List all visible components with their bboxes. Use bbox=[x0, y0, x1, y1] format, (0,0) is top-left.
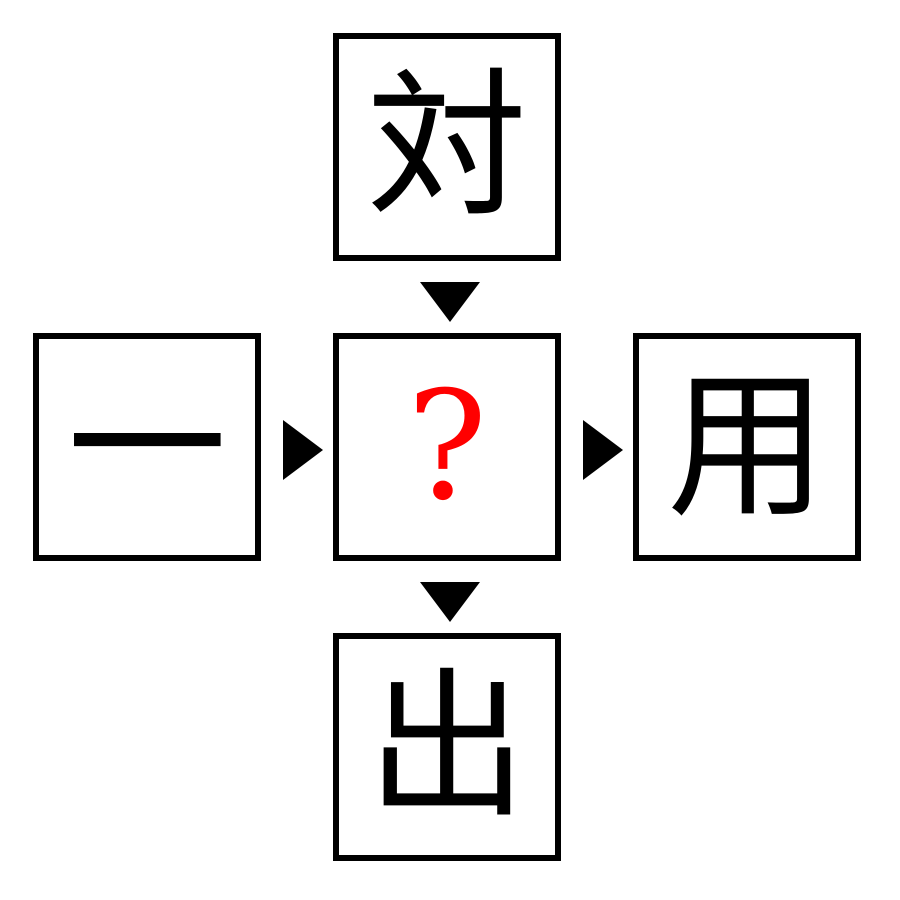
left-kanji-box: 一 bbox=[33, 333, 261, 561]
top-kanji: 対 bbox=[366, 53, 527, 240]
answer-box[interactable]: ? bbox=[333, 333, 561, 561]
question-mark: ? bbox=[406, 360, 488, 534]
right-arrow-icon bbox=[583, 420, 623, 480]
top-kanji-box: 対 bbox=[333, 33, 561, 261]
right-kanji-box: 用 bbox=[633, 333, 861, 561]
bottom-kanji: 出 bbox=[366, 653, 527, 840]
down-arrow-icon bbox=[420, 282, 480, 322]
left-kanji: 一 bbox=[66, 353, 227, 540]
down-arrow-icon bbox=[420, 582, 480, 622]
bottom-kanji-box: 出 bbox=[333, 633, 561, 861]
right-arrow-icon bbox=[283, 420, 323, 480]
right-kanji: 用 bbox=[666, 353, 827, 540]
